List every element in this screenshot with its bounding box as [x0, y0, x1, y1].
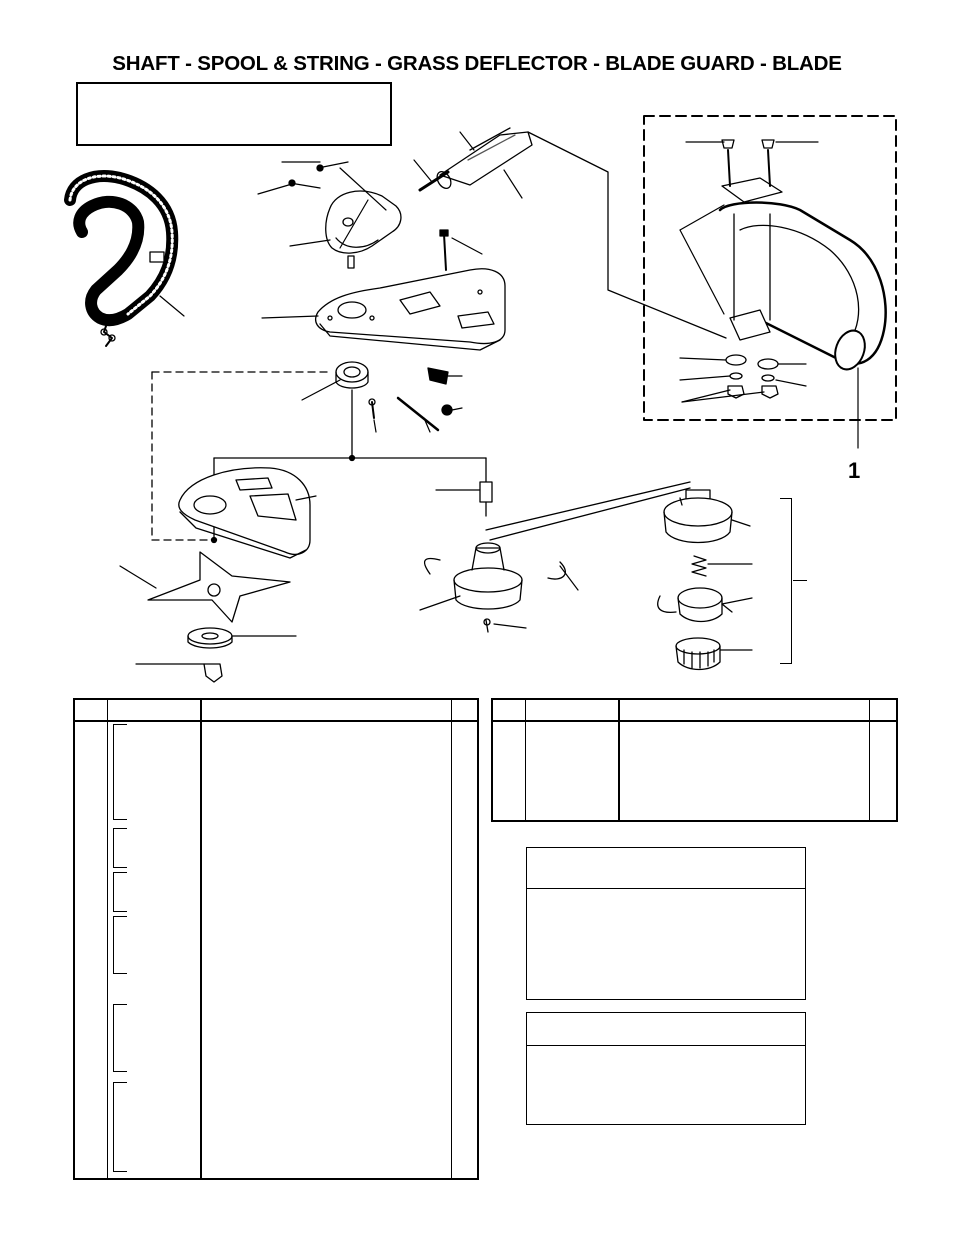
- washer-icon: [187, 627, 233, 649]
- nut-icon: [203, 663, 223, 683]
- handle-hardware: [725, 354, 779, 399]
- bearing-icon: [335, 361, 369, 389]
- table-row-group-bracket: [113, 828, 127, 868]
- table-row-group-bracket: [113, 872, 127, 912]
- shaft-icon: [418, 127, 533, 192]
- spool-icon: [663, 489, 733, 544]
- table-row-group-bracket: [113, 1082, 127, 1172]
- note-box-one: [526, 847, 806, 1000]
- table-row-group-bracket: [113, 1004, 127, 1072]
- lower-guard-icon: [178, 467, 311, 559]
- table-row-group-bracket: [113, 724, 127, 820]
- hardware-bits: [368, 367, 453, 432]
- note-box-two: [526, 1012, 806, 1125]
- callout-number: 1: [848, 458, 861, 483]
- blade-guard-icon: [315, 268, 506, 351]
- handle-assembly-icon: [718, 139, 887, 371]
- leader-lines: [119, 131, 859, 665]
- spool-group-bracket: [780, 498, 792, 664]
- page-title: SHAFT - SPOOL & STRING - GRASS DEFLECTOR…: [112, 52, 842, 75]
- parts-table-right: [491, 698, 898, 822]
- knob-icon: [675, 637, 721, 671]
- shoulder-strap-icon: [64, 170, 179, 347]
- spool-head-icon: [423, 481, 566, 633]
- table-row-group-bracket: [113, 916, 127, 974]
- spool-core-icon: [657, 587, 733, 623]
- grass-deflector-icon: [288, 161, 449, 271]
- header-info-box: [76, 82, 392, 146]
- parts-table-left: [73, 698, 479, 1180]
- spool-group-tick: [793, 580, 807, 581]
- blade-icon: [147, 551, 291, 623]
- spring-icon: [691, 555, 707, 577]
- exploded-parts-diagram: [64, 115, 897, 683]
